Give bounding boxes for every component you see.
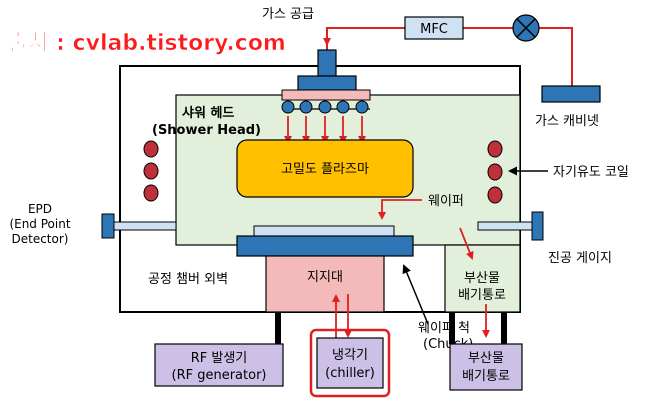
chamber-wall-label: 공정 챔버 외벽 <box>148 272 228 287</box>
epd-label-1: EPD <box>28 202 52 216</box>
wafer <box>253 225 395 237</box>
shower-head-plate <box>281 89 371 101</box>
rf-cable <box>275 312 281 344</box>
rf-generator-box <box>154 343 284 387</box>
gas-inlet-flange <box>297 75 357 91</box>
rf-gen-label-ko: RF 발생기 <box>191 351 248 366</box>
mfc-box <box>404 16 464 40</box>
vacuum-gauge-probe <box>477 221 535 231</box>
exhaust-channel <box>444 244 521 313</box>
support-label: 지지대 <box>307 270 343 285</box>
wafer-label: 웨이퍼 <box>428 194 464 209</box>
shower-head-label-ko: 샤워 헤드 <box>182 105 234 121</box>
shower-head-nozzles <box>281 100 369 114</box>
gas-cabinet-label: 가스 캐비넷 <box>535 114 599 129</box>
chuck-label-ko: 웨이퍼 척 <box>418 321 470 336</box>
epd-head <box>101 213 115 239</box>
chiller-label-ko: 냉각기 <box>332 348 368 363</box>
gas-supply-label: 가스 공급 <box>262 7 314 22</box>
plasma-region <box>236 139 414 198</box>
gas-inlet-pipe <box>317 49 337 77</box>
exhaust-box-label-2: 배기통로 <box>462 369 510 384</box>
coil-left <box>143 140 159 202</box>
rf-gen-label-en: (RF generator) <box>172 368 267 383</box>
gas-flow-arrows <box>284 116 366 144</box>
exhaust-pipe-right <box>501 312 507 344</box>
support-pedestal <box>265 255 385 313</box>
wafer-chuck <box>236 235 414 257</box>
chiller-label-en: (chiller) <box>325 366 375 381</box>
exhaust-inner-label-2: 배기통로 <box>458 288 506 303</box>
magnetic-coil-label: 자기유도 코일 <box>553 165 629 180</box>
gas-line-right <box>539 27 573 86</box>
epd-label-3: Detector) <box>12 232 69 246</box>
chiller-highlight <box>309 328 391 398</box>
exhaust-box <box>449 343 523 391</box>
source-watermark: 출처 : cvlab.tistory.com <box>8 31 286 56</box>
gas-cabinet-box <box>541 85 601 103</box>
exhaust-inner-label-1: 부산물 <box>464 271 500 286</box>
chiller-box <box>316 337 384 389</box>
exhaust-pipe-left <box>449 312 455 344</box>
vacuum-gauge-head <box>531 211 544 241</box>
epd-label-2: (End Point <box>9 217 70 231</box>
exhaust-box-label-1: 부산물 <box>468 351 504 366</box>
epd-probe <box>111 221 177 231</box>
vacuum-gauge-label: 진공 게이지 <box>548 251 612 266</box>
coil-right <box>487 140 503 204</box>
mfc-label: MFC <box>420 22 448 37</box>
shower-head-label-en: (Shower Head) <box>152 123 261 138</box>
plasma-label: 고밀도 플라즈마 <box>281 162 369 177</box>
gas-line-left <box>326 27 405 50</box>
